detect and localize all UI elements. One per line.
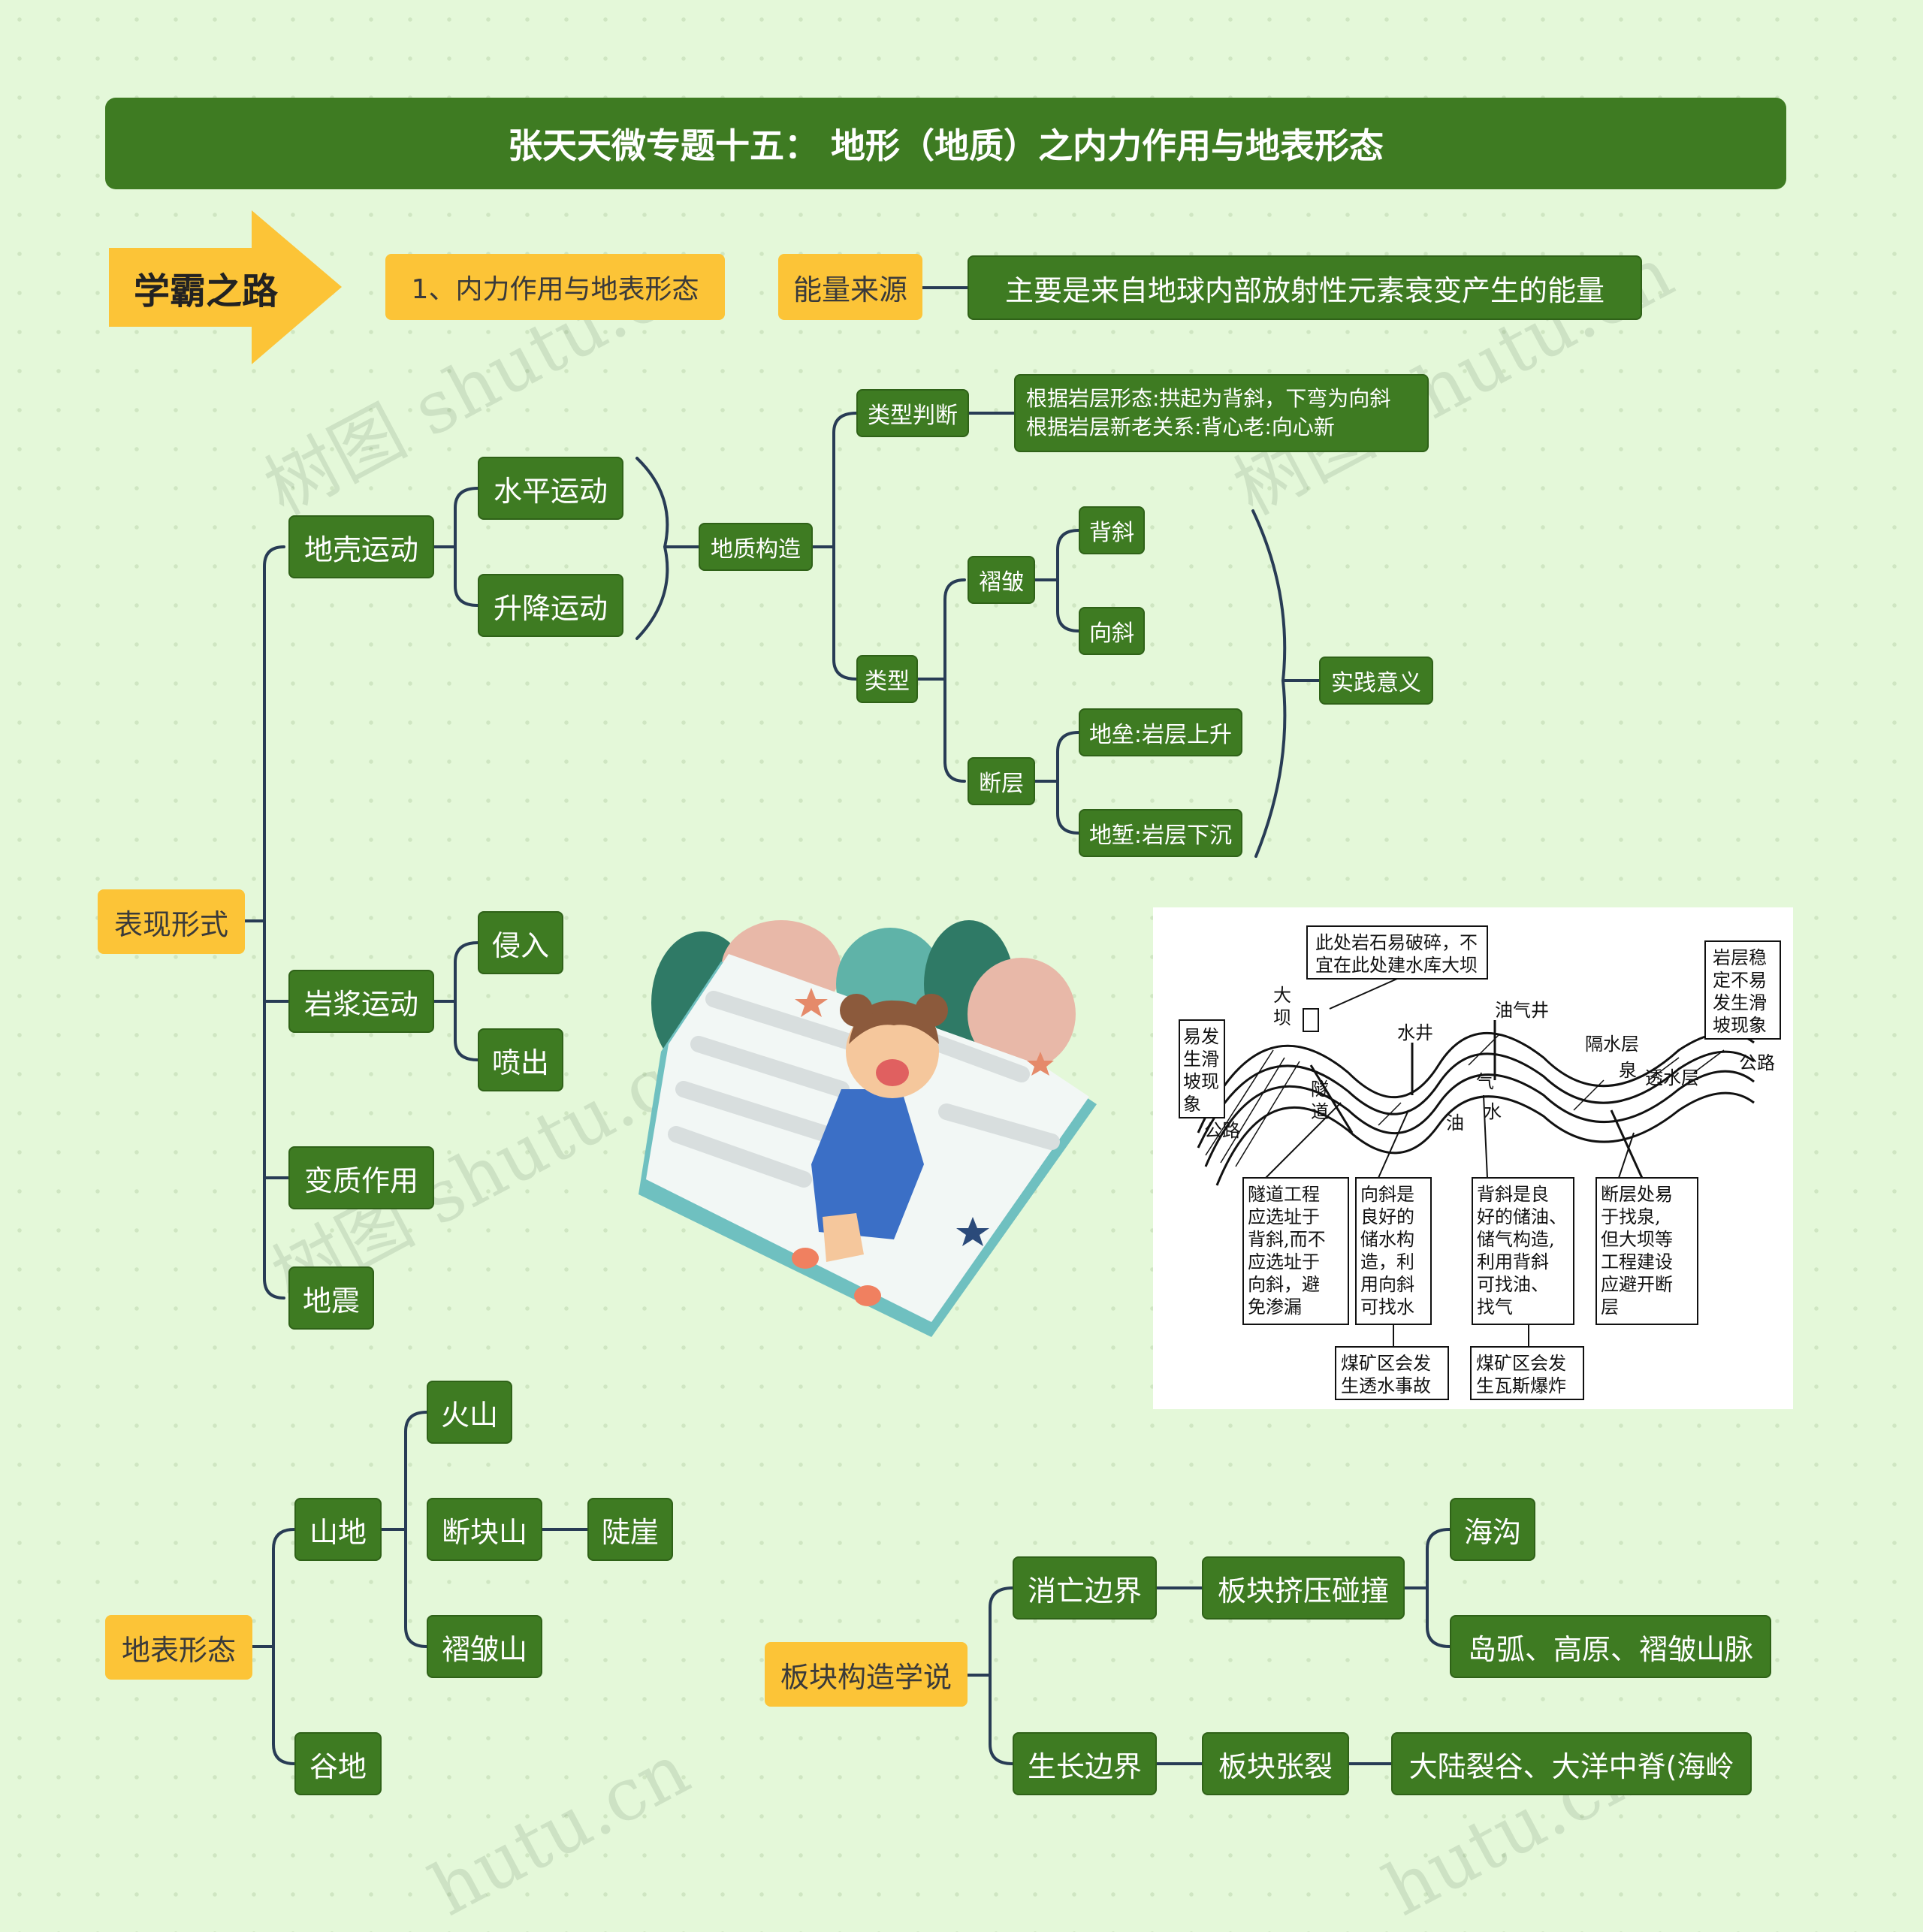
geological-structure-node[interactable]: 地质构造 [699,523,813,571]
judgement-line-2: 根据岩层新老关系:背心老:向心新 [1026,415,1335,439]
vertical-movement-node[interactable]: 升降运动 [478,574,623,637]
fig-water: 水 [1484,1101,1502,1122]
fig-road-right: 公路 [1739,1052,1775,1073]
cliff-node[interactable]: 陡崖 [587,1498,673,1561]
fig-box1-5: 向斜，避 [1248,1274,1320,1295]
plate-rifting-node[interactable]: 板块张裂 [1202,1732,1349,1795]
fig-box4-2: 于找泉, [1601,1206,1661,1227]
valley-node[interactable]: 谷地 [294,1732,382,1795]
crust-movement-node[interactable]: 地壳运动 [288,515,434,578]
mountain-node[interactable]: 山地 [294,1498,382,1561]
fig-box3-4: 利用背斜 [1477,1251,1549,1272]
fig-box6-1: 煤矿区会发 [1476,1353,1566,1374]
fig-dam-2: 坝 [1273,1007,1291,1028]
energy-label-node[interactable]: 能量来源 [778,254,922,320]
fig-aquifer: 透水层 [1645,1067,1699,1088]
fig-box2-5: 用向斜 [1360,1274,1414,1295]
fold-mountain-node[interactable]: 褶皱山 [427,1615,542,1678]
fig-box2-3: 储水构 [1360,1229,1414,1250]
fig-tunnel-2: 道 [1311,1101,1329,1122]
fig-box6-2: 生瓦斯爆炸 [1476,1375,1566,1396]
syncline-node[interactable]: 向斜 [1079,607,1145,655]
fig-tunnel-1: 隧 [1311,1079,1329,1100]
fig-box4-1: 断层处易 [1601,1184,1673,1205]
fig-box3-1: 背斜是良 [1477,1184,1549,1205]
landforms-node[interactable]: 地表形态 [105,1615,252,1680]
fault-node[interactable]: 断层 [968,757,1035,805]
fig-right-3: 发生滑 [1713,992,1767,1013]
fig-box2-6: 可找水 [1360,1297,1414,1318]
judgement-line-1: 根据岩层形态:拱起为背斜，下弯为向斜 [1026,386,1391,412]
convergent-boundary-node[interactable]: 消亡边界 [1013,1556,1157,1620]
fold-node[interactable]: 褶皱 [968,556,1035,604]
plate-collision-node[interactable]: 板块挤压碰撞 [1202,1556,1405,1620]
topic-node[interactable]: 1、内力作用与地表形态 [385,254,725,320]
metamorphism-node[interactable]: 变质作用 [288,1146,434,1209]
fig-box1-1: 隧道工程 [1248,1184,1320,1205]
rift-ridge-node[interactable]: 大陆裂谷、大洋中脊(海岭 [1391,1732,1752,1795]
fig-box1-4: 应选址于 [1248,1251,1320,1272]
volcano-node[interactable]: 火山 [427,1381,512,1444]
banner-arrow-icon [109,210,342,364]
practice-significance-node[interactable]: 实践意义 [1319,657,1433,705]
type-judgement-detail-node[interactable]: 根据岩层形态:拱起为背斜，下弯为向斜 根据岩层新老关系:背心老:向心新 [1014,374,1429,452]
fig-box5-2: 生透水事故 [1341,1375,1431,1396]
fig-left-3: 坡现 [1183,1071,1219,1092]
fig-box1-2: 应选址于 [1248,1206,1320,1227]
magma-movement-node[interactable]: 岩浆运动 [288,970,434,1033]
fig-box4-6: 层 [1601,1297,1619,1318]
horizontal-movement-node[interactable]: 水平运动 [478,457,623,520]
eruption-node[interactable]: 喷出 [478,1028,563,1091]
fig-right-1: 岩层稳 [1713,947,1767,968]
fig-box2-4: 造，利 [1360,1251,1414,1272]
fig-left-1: 易发 [1183,1026,1219,1047]
fig-box3-3: 储气构造, [1477,1229,1555,1250]
earthquake-node[interactable]: 地震 [288,1266,374,1330]
expression-node[interactable]: 表现形式 [98,889,245,954]
fig-dam-1: 大 [1273,985,1291,1006]
energy-value-node[interactable]: 主要是来自地球内部放射性元素衰变产生的能量 [968,255,1642,320]
fig-oil: 油 [1446,1112,1464,1134]
fig-box2-1: 向斜是 [1360,1184,1414,1205]
fig-right-4: 坡现象 [1713,1015,1767,1036]
fig-box1-3: 背斜,而不 [1248,1229,1326,1250]
fig-box3-2: 好的储油、 [1477,1206,1567,1227]
plate-tectonics-node[interactable]: 板块构造学说 [765,1642,968,1707]
fig-box1-6: 免渗漏 [1248,1297,1302,1318]
page-title: 张天天微专题十五： 地形（地质）之内力作用与地表形态 [105,98,1786,189]
fig-spring: 泉 [1619,1060,1637,1081]
fig-top-line-1: 此处岩石易破碎，不 [1315,932,1478,953]
fig-box2-2: 良好的 [1360,1206,1414,1227]
fig-well: 水井 [1397,1022,1433,1043]
horst-node[interactable]: 地垒:岩层上升 [1079,708,1242,756]
fig-box3-5: 可找油、 [1477,1274,1549,1295]
fig-left-4: 象 [1183,1094,1201,1115]
banner-label: 学霸之路 [134,270,279,312]
fig-top-line-2: 宜在此处建水库大坝 [1315,955,1478,976]
structure-types-node[interactable]: 类型 [856,655,918,703]
anticline-node[interactable]: 背斜 [1079,506,1145,554]
fig-box4-4: 工程建设 [1601,1251,1673,1272]
fig-road-left: 公路 [1204,1120,1240,1141]
arcs-plateaus-node[interactable]: 岛弧、高原、褶皱山脉 [1450,1615,1771,1678]
fig-box5-1: 煤矿区会发 [1341,1353,1431,1374]
type-judgement-node[interactable]: 类型判断 [856,389,969,437]
geological-structure-figure: 此处岩石易破碎，不 宜在此处建水库大坝 岩层稳 定不易 发生滑 坡现象 易发 生… [1153,907,1793,1409]
fig-aquiclude: 隔水层 [1585,1034,1639,1055]
fig-right-2: 定不易 [1713,970,1767,991]
fig-gas: 气 [1476,1071,1494,1092]
girl-reading-illustration [638,920,1097,1337]
fig-left-2: 生滑 [1183,1049,1219,1070]
fig-gas-well: 油气井 [1495,1000,1549,1021]
trench-node[interactable]: 海沟 [1450,1498,1535,1561]
intrusion-node[interactable]: 侵入 [478,911,563,974]
fig-box3-6: 找气 [1477,1297,1513,1318]
graben-node[interactable]: 地堑:岩层下沉 [1079,809,1242,857]
fig-box4-3: 但大坝等 [1601,1229,1673,1250]
fig-box4-5: 应避开断 [1601,1274,1673,1295]
fault-block-mountain-node[interactable]: 断块山 [427,1498,542,1561]
divergent-boundary-node[interactable]: 生长边界 [1013,1732,1157,1795]
